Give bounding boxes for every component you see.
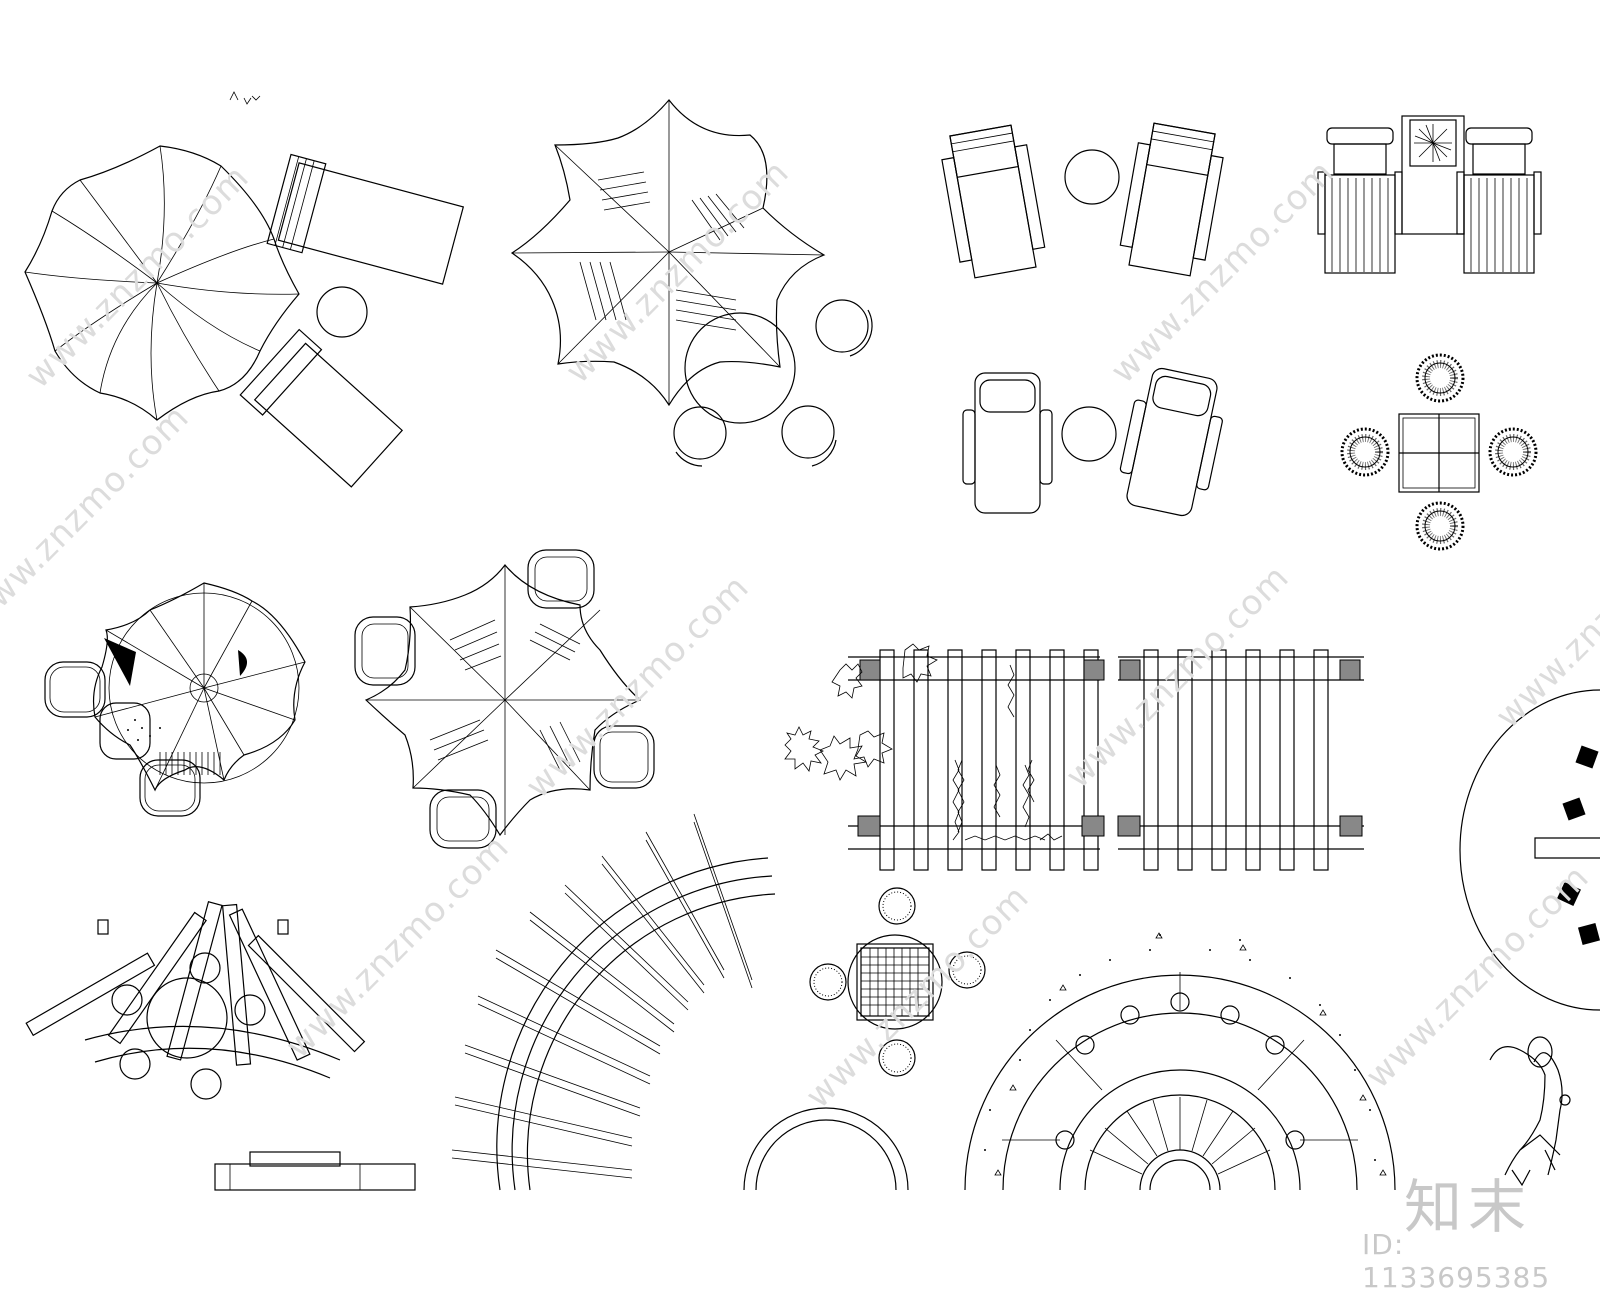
watermark-9: www.znzmo.com (1358, 857, 1597, 1096)
round-seating-area (1459, 689, 1600, 1011)
checker-table-four-stools (809, 887, 986, 1077)
watermark-7: www.znzmo.com (278, 827, 517, 1066)
standing-person (1489, 1036, 1571, 1187)
round-planter-ring (743, 1107, 909, 1191)
watermark-layer: www.znzmo.com www.znzmo.com www.znzmo.co… (0, 152, 1600, 1116)
curved-pergola-arc (451, 813, 776, 1191)
pergola-plain (1117, 649, 1364, 871)
umbrella-with-lounger (24, 91, 465, 488)
watermark-5: www.znzmo.com (518, 567, 757, 806)
armchair-pair-with-planter (1317, 115, 1542, 274)
image-id-label: ID: 1133695385 (1362, 1228, 1551, 1294)
umbrella-hatched-with-chairs (44, 582, 306, 817)
pergola-with-climbing-plants (784, 643, 1105, 871)
curved-pergola-fan (25, 901, 416, 1191)
watermark-10: www.znzmo.com (1488, 497, 1600, 736)
watermark-8: www.znzmo.com (798, 877, 1037, 1116)
lounger-pair-rounded (962, 367, 1223, 517)
brand-watermark: 知末 (1404, 1173, 1533, 1241)
watermark-1: www.znzmo.com (18, 157, 257, 396)
watermark-3: www.znzmo.com (1103, 152, 1342, 391)
square-table-four-seats (1340, 353, 1538, 551)
umbrella-with-table-set (510, 99, 873, 467)
lounger-pair-with-round-table (941, 122, 1224, 279)
umbrella-with-four-chairs (354, 549, 655, 849)
circular-plaza-with-steps (964, 932, 1396, 1191)
watermark-2: www.znzmo.com (558, 152, 797, 391)
